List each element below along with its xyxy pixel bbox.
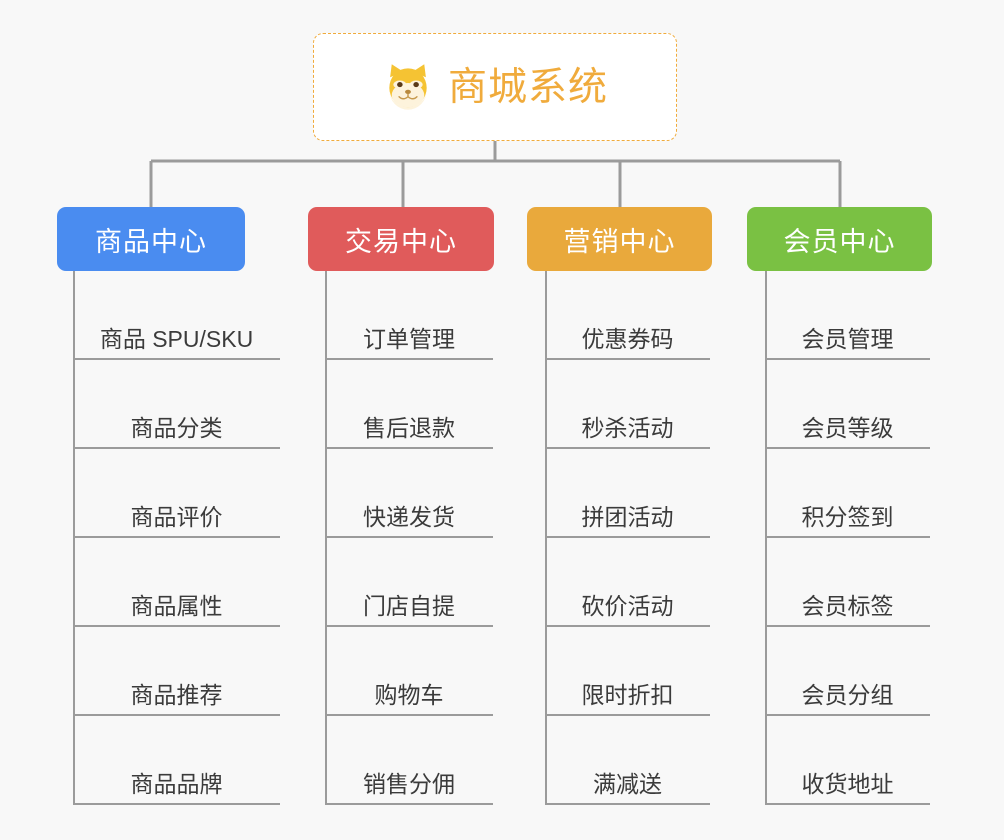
leaf-item-label: 秒杀活动	[581, 414, 674, 441]
category-label: 交易中心	[345, 226, 457, 257]
leaf-item[interactable]: 订单管理	[325, 271, 493, 360]
leaf-item[interactable]: 秒杀活动	[545, 360, 710, 449]
leaf-item[interactable]: 砍价活动	[545, 538, 710, 627]
leaf-item[interactable]: 快递发货	[325, 449, 493, 538]
leaf-item-label: 门店自提	[363, 592, 455, 619]
column-trunk-line	[325, 271, 327, 805]
leaf-item-label: 快递发货	[363, 503, 455, 530]
leaf-item[interactable]: 购物车	[325, 627, 493, 716]
leaf-column-4: 会员管理会员等级积分签到会员标签会员分组收货地址	[765, 271, 930, 805]
leaf-item-label: 优惠券码	[581, 325, 674, 352]
leaf-item-label: 商品分类	[130, 414, 223, 441]
leaf-item[interactable]: 门店自提	[325, 538, 493, 627]
leaf-item-label: 商品评价	[130, 503, 223, 530]
category-label: 会员中心	[783, 226, 896, 257]
leaf-item-label: 商品品牌	[130, 770, 223, 797]
leaf-item[interactable]: 商品 SPU/SKU	[73, 271, 280, 360]
category-box-2[interactable]: 交易中心	[308, 207, 494, 271]
leaf-item[interactable]: 商品属性	[73, 538, 280, 627]
category-label: 商品中心	[95, 226, 207, 257]
column-trunk-line	[545, 271, 547, 805]
leaf-item-label: 订单管理	[363, 325, 455, 352]
leaf-column-1: 商品 SPU/SKU 商品分类商品评价商品属性商品推荐商品品牌	[73, 271, 280, 805]
leaf-column-3: 优惠券码秒杀活动拼团活动砍价活动限时折扣满减送	[545, 271, 710, 805]
category-box-3[interactable]: 营销中心	[527, 207, 712, 271]
category-box-4[interactable]: 会员中心	[747, 207, 932, 271]
leaf-item[interactable]: 商品分类	[73, 360, 280, 449]
column-trunk-line	[73, 271, 75, 805]
leaf-item-label: 限时折扣	[581, 681, 674, 708]
leaf-item[interactable]: 收货地址	[765, 716, 930, 805]
leaf-item-label: 售后退款	[363, 414, 455, 441]
leaf-item-label: 商品属性	[130, 592, 223, 619]
leaf-item-label: 销售分佣	[363, 770, 455, 797]
leaf-item[interactable]: 销售分佣	[325, 716, 493, 805]
shiba-dog-face-icon	[382, 61, 434, 113]
leaf-item[interactable]: 商品评价	[73, 449, 280, 538]
leaf-item-label: 商品 SPU/SKU	[99, 325, 254, 352]
leaf-item-label: 商品推荐	[130, 681, 223, 708]
leaf-item[interactable]: 会员分组	[765, 627, 930, 716]
leaf-item-label: 会员管理	[801, 325, 894, 352]
leaf-item[interactable]: 满减送	[545, 716, 710, 805]
root-node[interactable]: 商城系统	[313, 33, 677, 141]
leaf-item-label: 会员分组	[801, 681, 894, 708]
leaf-item-label: 会员标签	[801, 592, 894, 619]
leaf-item[interactable]: 售后退款	[325, 360, 493, 449]
leaf-column-2: 订单管理售后退款快递发货门店自提购物车销售分佣	[325, 271, 493, 805]
root-title: 商城系统	[447, 65, 608, 109]
leaf-item[interactable]: 会员管理	[765, 271, 930, 360]
leaf-item-label: 收货地址	[801, 770, 894, 797]
leaf-item-label: 积分签到	[801, 503, 894, 530]
leaf-item[interactable]: 会员等级	[765, 360, 930, 449]
leaf-item[interactable]: 拼团活动	[545, 449, 710, 538]
leaf-item[interactable]: 限时折扣	[545, 627, 710, 716]
category-box-1[interactable]: 商品中心	[57, 207, 245, 271]
leaf-item-label: 会员等级	[801, 414, 894, 441]
leaf-item[interactable]: 优惠券码	[545, 271, 710, 360]
column-trunk-line	[765, 271, 767, 805]
leaf-item-label: 购物车	[374, 681, 444, 708]
leaf-item[interactable]: 商品品牌	[73, 716, 280, 805]
leaf-item-label: 拼团活动	[581, 503, 674, 530]
leaf-item[interactable]: 积分签到	[765, 449, 930, 538]
leaf-item-label: 满减送	[593, 770, 662, 797]
leaf-item-label: 砍价活动	[581, 592, 674, 619]
leaf-item[interactable]: 商品推荐	[73, 627, 280, 716]
leaf-item[interactable]: 会员标签	[765, 538, 930, 627]
category-label: 营销中心	[563, 226, 676, 257]
